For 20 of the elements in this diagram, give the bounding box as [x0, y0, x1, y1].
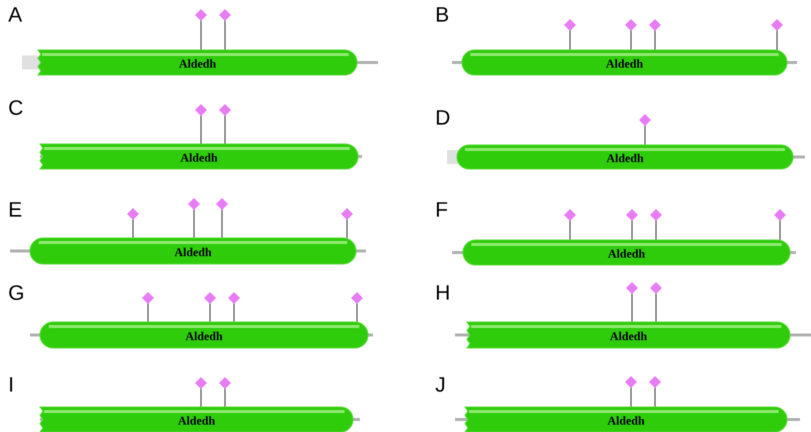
domain-bar: Aldedh — [462, 240, 790, 266]
domain-bar: Aldedh — [40, 406, 354, 432]
domain-bar: Aldedh — [38, 50, 358, 76]
panel-letter: J — [436, 377, 444, 392]
domain-bar: Aldedh — [30, 238, 356, 264]
panel-letter: B — [436, 7, 448, 22]
panel-letter: E — [10, 202, 22, 217]
panel-letter: I — [10, 377, 12, 392]
panel-letter: A — [8, 7, 22, 22]
panel-letter: F — [436, 202, 448, 217]
domain-bar: Aldedh — [40, 322, 368, 348]
domain-bar: Aldedh — [456, 144, 794, 170]
panel-letter: G — [9, 285, 23, 300]
panel-letter: C — [9, 100, 23, 116]
panel-letter: H — [436, 285, 449, 300]
panel-letter: D — [436, 110, 450, 125]
domain-bar: Aldedh — [466, 322, 790, 348]
domain-bar: Aldedh — [40, 144, 358, 170]
domain-bar: Aldedh — [464, 406, 788, 432]
domain-bar: Aldedh — [462, 50, 788, 76]
